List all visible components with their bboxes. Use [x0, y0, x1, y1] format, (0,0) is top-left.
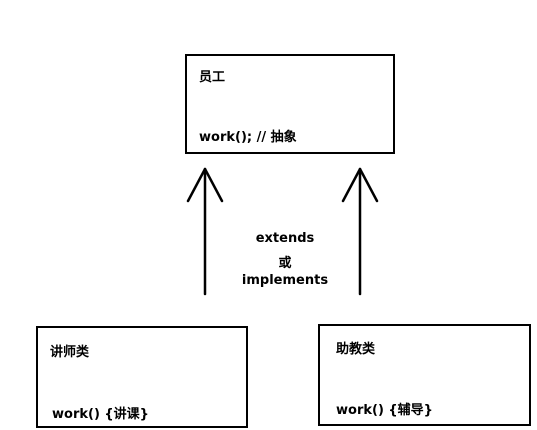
- lecturer-class-name: 讲师类: [50, 345, 90, 360]
- lecturer-class-box: 讲师类 work() {讲课}: [36, 326, 248, 428]
- employee-class-name: 员工: [199, 70, 226, 85]
- assistant-class-name: 助教类: [336, 342, 376, 357]
- employee-class-box: 员工 work(); // 抽象: [185, 54, 395, 154]
- employee-method: work(); // 抽象: [199, 130, 297, 145]
- relation-label-or: 或: [278, 256, 292, 271]
- arrow-head-left: [186, 167, 224, 203]
- assistant-method: work() {辅导}: [336, 403, 433, 418]
- relation-label-implements: implements: [241, 273, 329, 288]
- arrow-assistant-to-employee: [341, 167, 379, 296]
- arrow-head-right: [341, 167, 379, 203]
- relation-label-extends: extends: [255, 231, 315, 246]
- assistant-class-box: 助教类 work() {辅导}: [318, 324, 531, 426]
- lecturer-method: work() {讲课}: [52, 407, 149, 422]
- arrow-lecturer-to-employee: [186, 167, 224, 296]
